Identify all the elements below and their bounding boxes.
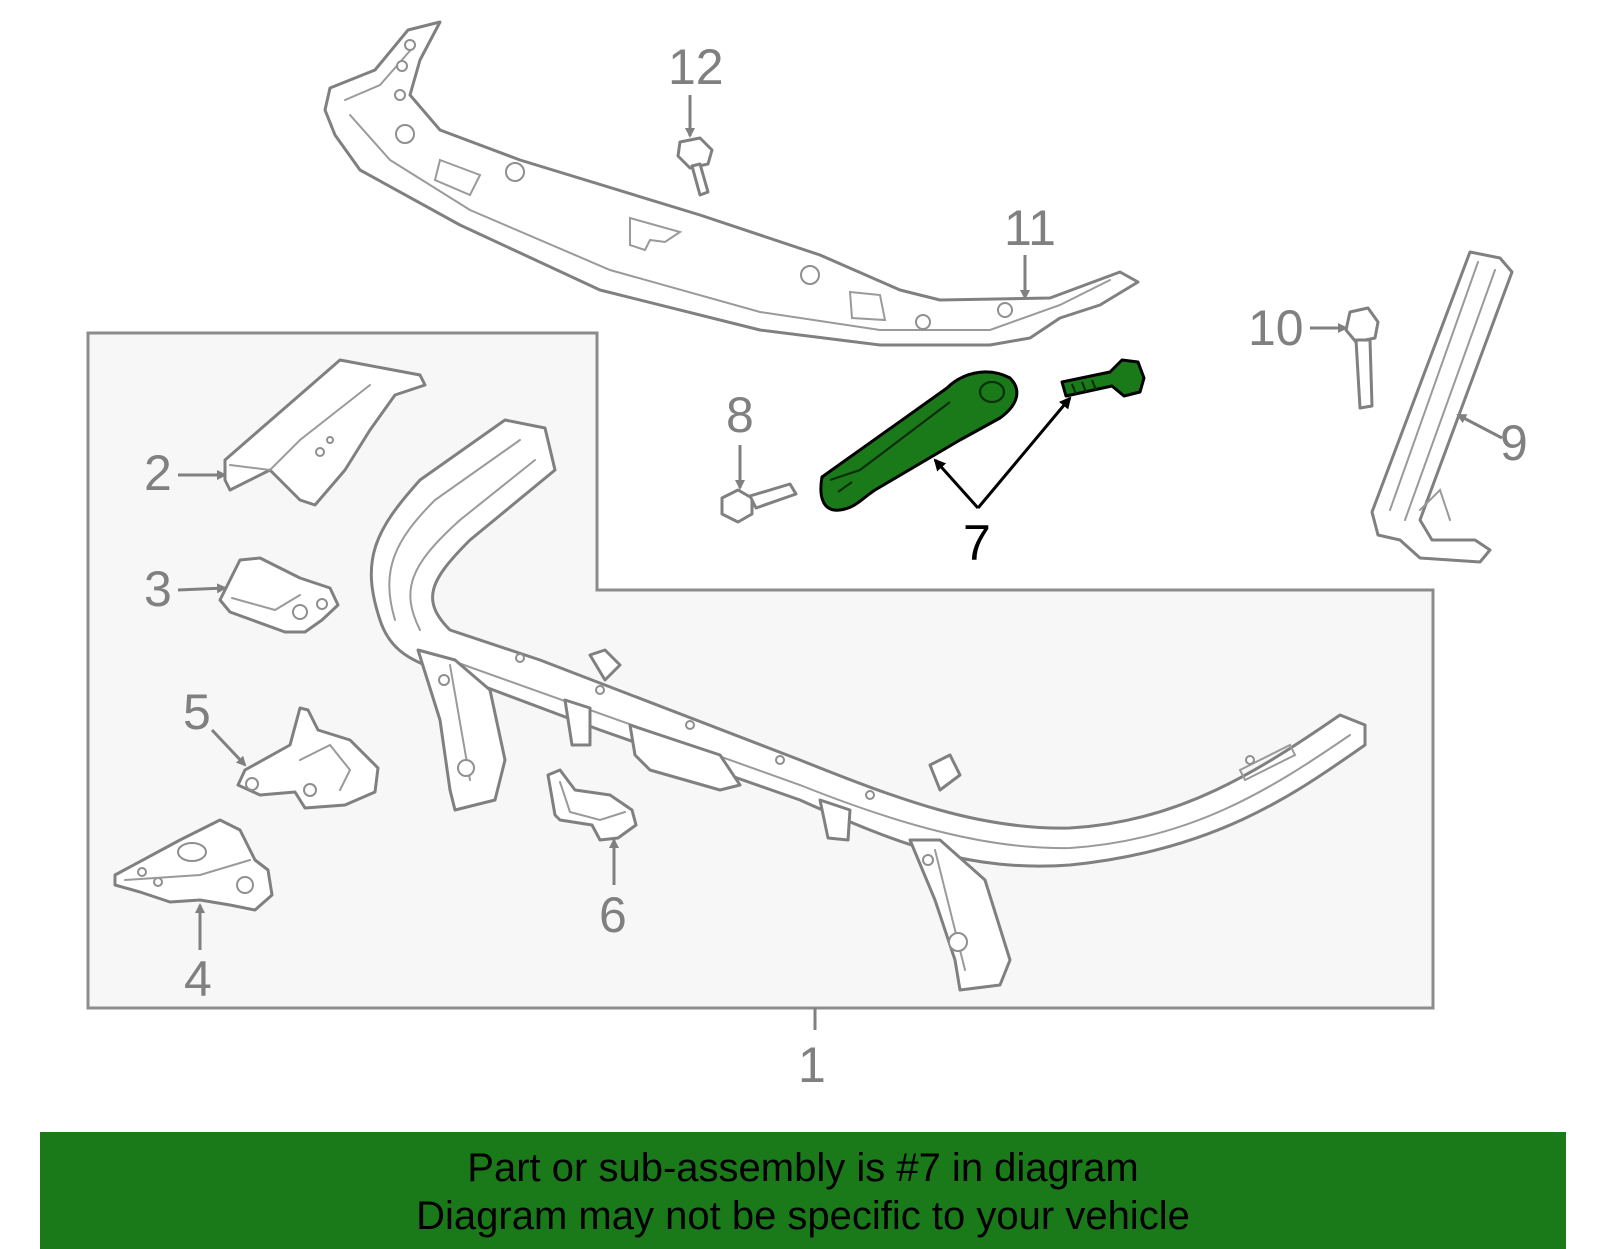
arrow-5 bbox=[210, 728, 247, 767]
part-8-bolt[interactable] bbox=[720, 482, 798, 524]
callout-9: 9 bbox=[1500, 415, 1528, 471]
arrow-3 bbox=[177, 583, 227, 594]
callout-4: 4 bbox=[184, 951, 212, 1007]
part-7-rod[interactable] bbox=[819, 370, 1019, 512]
part-4-bracket[interactable] bbox=[113, 818, 274, 912]
part-7-highlighted-assembly[interactable] bbox=[819, 358, 1146, 512]
part-1-lower-tie-bar[interactable] bbox=[369, 418, 1367, 992]
callout-3: 3 bbox=[144, 561, 172, 617]
callout-7: 7 bbox=[963, 515, 991, 571]
part-2-bracket[interactable] bbox=[223, 358, 427, 507]
callout-5: 5 bbox=[183, 684, 211, 740]
part-9-side-bracket[interactable] bbox=[1370, 250, 1514, 564]
part-7-bolt[interactable] bbox=[1060, 358, 1146, 398]
part-5-bracket[interactable] bbox=[236, 706, 380, 810]
part-10-bolt[interactable] bbox=[1344, 306, 1380, 410]
callout-6: 6 bbox=[599, 887, 627, 943]
callout-8: 8 bbox=[726, 387, 754, 443]
callout-11: 11 bbox=[1004, 200, 1056, 256]
callout-12: 12 bbox=[668, 39, 724, 95]
part-3-bracket[interactable] bbox=[218, 556, 340, 634]
arrow-7-rod bbox=[933, 458, 980, 510]
part-6-bracket[interactable] bbox=[546, 768, 638, 842]
arrow-9 bbox=[1456, 413, 1503, 440]
part-12-bolt[interactable] bbox=[676, 136, 714, 197]
callout-1: 1 bbox=[798, 1037, 826, 1093]
callout-10: 10 bbox=[1248, 300, 1304, 356]
callout-2: 2 bbox=[144, 445, 172, 501]
banner-line-1: Part or sub-assembly is #7 in diagram bbox=[467, 1146, 1139, 1190]
part-11-upper-tie-bar[interactable] bbox=[323, 20, 1140, 347]
banner-line-2: Diagram may not be specific to your vehi… bbox=[416, 1194, 1190, 1238]
info-banner: Part or sub-assembly is #7 in diagram Di… bbox=[40, 1132, 1566, 1249]
arrow-7-bolt bbox=[976, 396, 1072, 509]
